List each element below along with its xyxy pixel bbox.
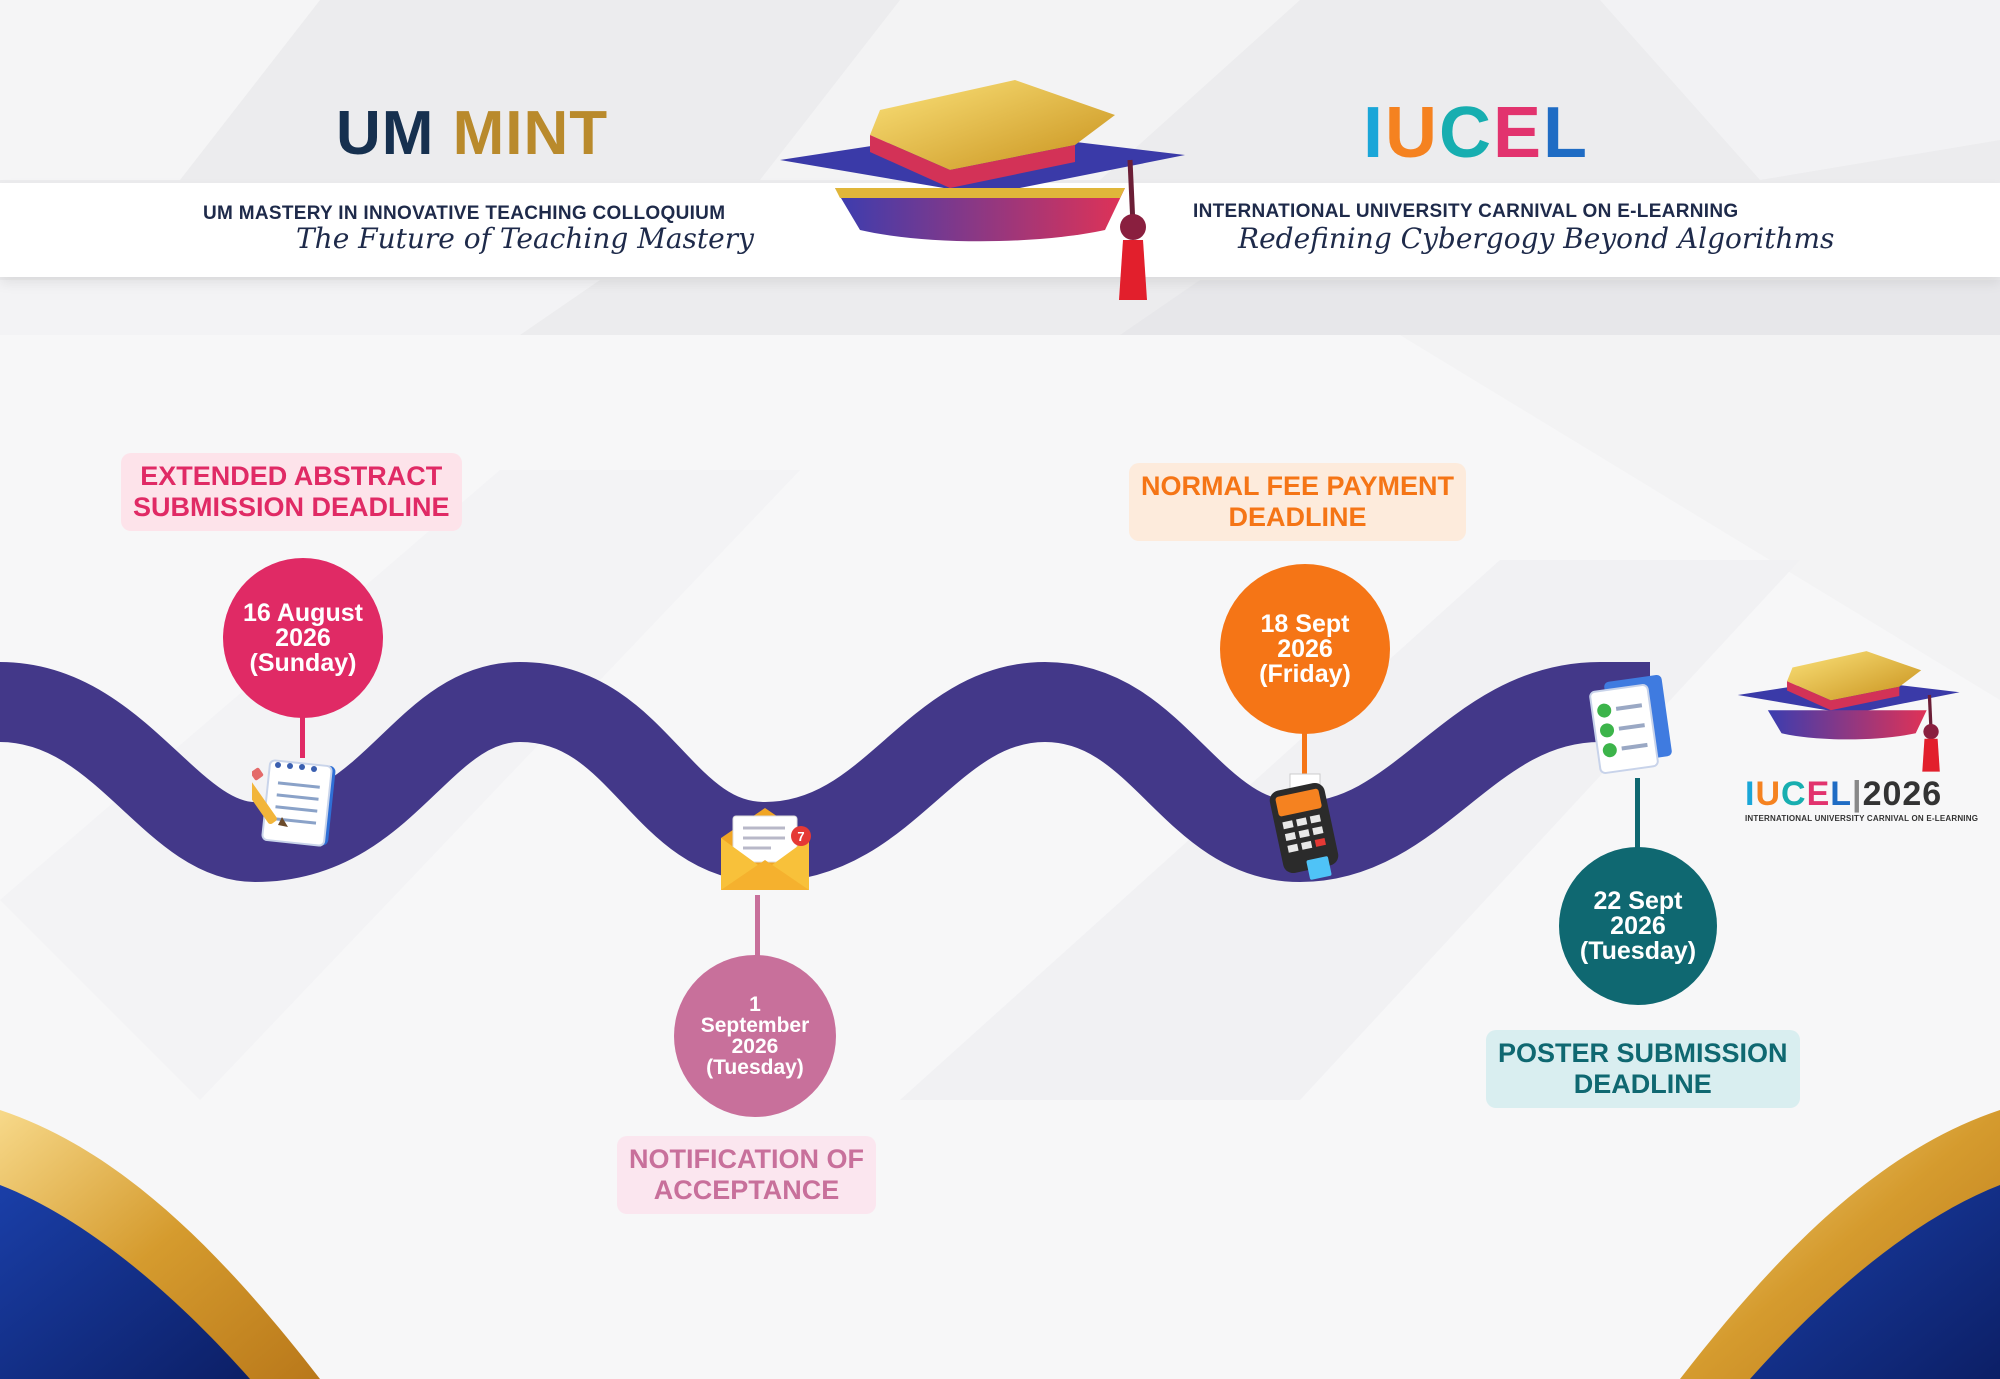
milestone-1-label: EXTENDED ABSTRACT SUBMISSION DEADLINE: [121, 453, 462, 531]
left-subtitle: UM MASTERY IN INNOVATIVE TEACHING COLLOQ…: [203, 203, 726, 224]
logo-letter-i: I: [1363, 93, 1386, 173]
milestone-4-stem: [1635, 778, 1640, 850]
milestone-4-date-line-1: 22 Sept: [1593, 886, 1683, 915]
milestone-2-date-line-1: 1: [749, 993, 761, 1016]
milestone-3-date: 18 Sept 2026 (Friday): [1220, 564, 1390, 734]
card-terminal-icon: [1269, 773, 1339, 880]
milestone-4-date: 22 Sept 2026 (Tuesday): [1559, 847, 1717, 1005]
milestone-4-label: POSTER SUBMISSION DEADLINE: [1486, 1030, 1800, 1108]
milestone-2-stem: [755, 895, 760, 957]
milestone-2-label: NOTIFICATION OF ACCEPTANCE: [617, 1136, 876, 1214]
milestone-4-date-line-3: (Tuesday): [1579, 936, 1697, 965]
milestone-4-date-line-2: 2026: [1610, 911, 1666, 940]
milestone-1-label-line-2: SUBMISSION DEADLINE: [133, 492, 450, 522]
iucel-2026-logo: IUCEL|2026 INTERNATIONAL UNIVERSITY CARN…: [1745, 775, 1979, 823]
milestone-1-date-line-1: 16 August: [243, 598, 363, 627]
milestone-1-date-line-2: 2026: [275, 623, 331, 652]
logo-letter-u: U: [1385, 93, 1440, 173]
milestone-3-label-line-2: DEADLINE: [1228, 502, 1367, 532]
milestone-1-date-line-3: (Sunday): [249, 648, 357, 677]
graduation-cap-icon: [780, 80, 1185, 300]
checklist-icon: [1589, 675, 1672, 774]
logo-mint: MINT: [452, 99, 609, 168]
logo-um: UM: [336, 99, 435, 168]
milestone-3-label: NORMAL FEE PAYMENT DEADLINE: [1129, 463, 1467, 541]
small-graduation-cap-icon: [1737, 651, 1960, 772]
envelope-icon: 7: [721, 808, 811, 890]
milestone-1-stem: [300, 716, 305, 758]
milestone-1-label-line-1: EXTENDED ABSTRACT: [140, 461, 443, 491]
milestone-3-stem: [1302, 732, 1307, 777]
logo-letter-e: E: [1493, 93, 1544, 173]
left-tagline: The Future of Teaching Mastery: [296, 222, 754, 255]
small-logo-year: 2026: [1862, 775, 1943, 813]
right-subtitle: INTERNATIONAL UNIVERSITY CARNIVAL ON E-L…: [1193, 201, 1739, 222]
milestone-4-label-line-2: DEADLINE: [1573, 1069, 1712, 1099]
small-logo-name: IUCEL: [1745, 775, 1853, 813]
milestone-3-date-line-1: 18 Sept: [1260, 609, 1350, 638]
milestone-2-date-line-2: September: [700, 1014, 810, 1037]
right-tagline: Redefining Cybergogy Beyond Algorithms: [1238, 222, 1835, 255]
logo-letter-c: C: [1439, 93, 1494, 173]
milestone-2-label-line-1: NOTIFICATION OF: [629, 1144, 864, 1174]
milestone-2-label-line-2: ACCEPTANCE: [653, 1175, 840, 1205]
milestone-3-label-line-1: NORMAL FEE PAYMENT: [1141, 471, 1455, 501]
um-mint-logo: UM MINT: [336, 98, 608, 169]
iucel-logo: IUCEL: [1363, 92, 1589, 174]
milestone-2-date: 1 September 2026 (Tuesday): [674, 955, 836, 1117]
logo-letter-l: L: [1543, 93, 1590, 173]
small-logo-subtitle: INTERNATIONAL UNIVERSITY CARNIVAL ON E-L…: [1745, 814, 1979, 823]
svg-text:7: 7: [797, 829, 804, 844]
milestone-4-label-line-1: POSTER SUBMISSION: [1498, 1038, 1788, 1068]
milestone-3-date-line-2: 2026: [1277, 634, 1333, 663]
notepad-icon: [252, 759, 336, 847]
milestone-2-date-line-4: (Tuesday): [706, 1056, 804, 1079]
milestone-1-date: 16 August 2026 (Sunday): [223, 558, 383, 718]
milestone-2-date-line-3: 2026: [731, 1035, 779, 1058]
milestone-3-date-line-3: (Friday): [1259, 659, 1351, 688]
